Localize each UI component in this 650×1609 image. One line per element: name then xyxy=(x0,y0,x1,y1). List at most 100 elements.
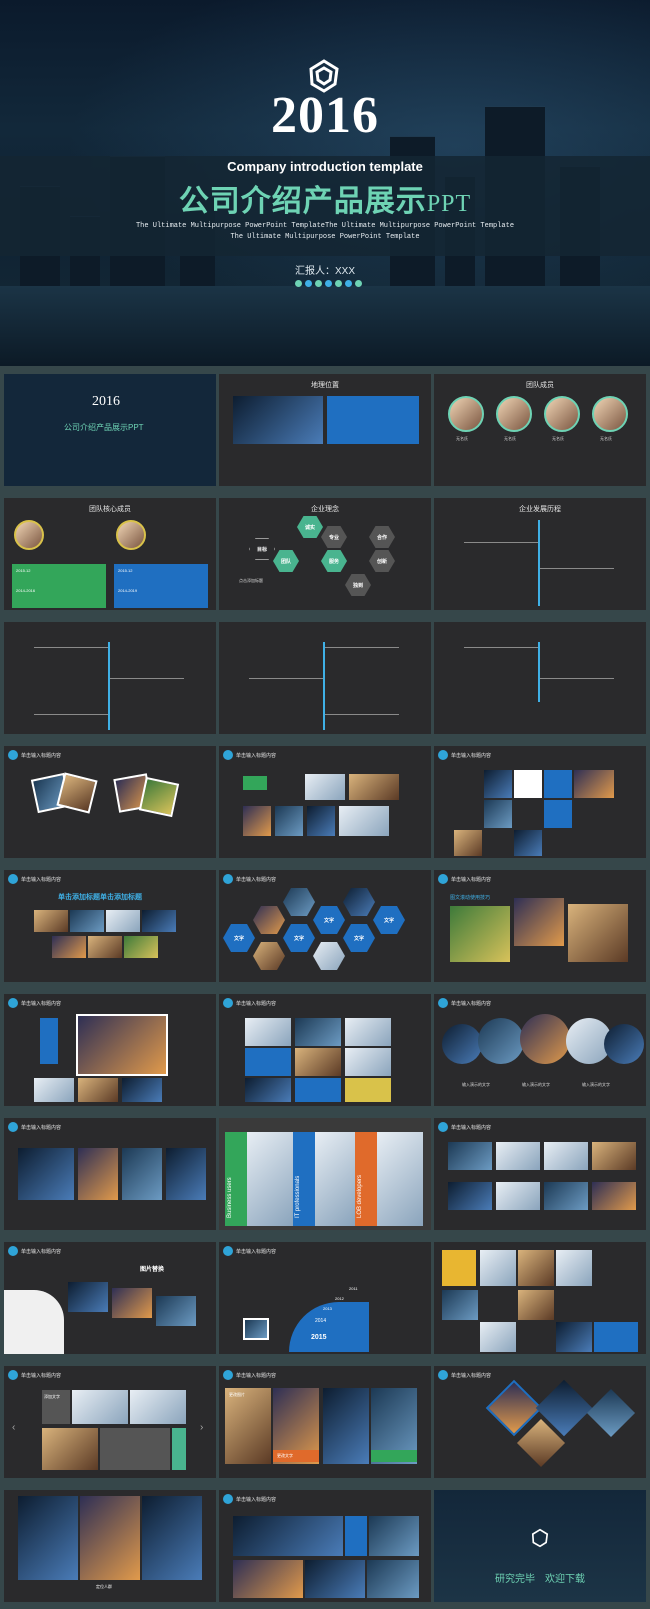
header-icon xyxy=(438,998,448,1008)
header-icon xyxy=(8,1246,18,1256)
fan-photo xyxy=(156,1296,196,1326)
hex-target: 目标 xyxy=(249,538,275,560)
slide-add-text[interactable]: 单击输入标题内容 添加文字 ‹ › xyxy=(4,1366,216,1478)
portal-photo xyxy=(315,1132,355,1226)
slide-team-grid[interactable] xyxy=(434,1242,646,1354)
hex-photo xyxy=(253,942,285,970)
slide-core-team[interactable]: 团队核心成员 2015.12 2014-2016 2015.12 2014-20… xyxy=(4,498,216,610)
white-tile xyxy=(514,770,542,798)
hero-tagline-2: The Ultimate Multipurpose PowerPoint Tem… xyxy=(230,233,420,241)
blue-block xyxy=(594,1322,638,1352)
prev-arrow-icon[interactable]: ‹ xyxy=(12,1422,16,1433)
slide-location[interactable]: 地理位置 xyxy=(219,374,431,486)
header-title: 单击输入标题内容 xyxy=(451,752,492,759)
slide-circles[interactable]: 单击输入标题内容 输入演示的文字 输入演示的文字 输入演示的文字 xyxy=(434,994,646,1106)
grid-photo xyxy=(72,1390,128,1424)
slide-timeline-c[interactable] xyxy=(434,622,646,734)
grid-photo xyxy=(243,806,271,836)
hex-service: 服务 xyxy=(321,550,347,572)
slide-header: 单击输入标题内容 xyxy=(223,750,276,760)
slide-cover-thumbnail[interactable]: 2016 公司介绍产品展示PPT xyxy=(4,374,216,486)
mini-title: 公司介绍产品展示PPT xyxy=(64,423,144,432)
grid-photo xyxy=(484,800,512,828)
header-title: 单击输入标题内容 xyxy=(236,752,277,759)
slide-year-curve[interactable]: 单击输入标题内容 2011 2012 2013 2014 2015 xyxy=(219,1242,431,1354)
slide-concept[interactable]: 企业理念 目标 团队 专业 合作 诚实 创新 服务 独到 点击添加标题 xyxy=(219,498,431,610)
timeline-connector xyxy=(325,714,399,715)
road-photo xyxy=(323,1388,369,1464)
portal-label: Business users xyxy=(227,1177,233,1218)
header-icon xyxy=(8,1370,18,1380)
timeline-line xyxy=(323,642,325,730)
slide-change-image[interactable]: 单击输入标题内容 更改图片 更改文字 xyxy=(219,1366,431,1478)
slide-city-collage[interactable]: 单击输入标题内容 xyxy=(219,1490,431,1602)
arrow-block xyxy=(243,776,267,790)
slide-timeline-a[interactable] xyxy=(4,622,216,734)
slide-bridge[interactable]: 单击输入标题内容 xyxy=(4,1118,216,1230)
pic-text: 图文滚动使用技巧 xyxy=(450,895,491,901)
water-reflection xyxy=(0,286,650,366)
grid-photo xyxy=(124,936,158,958)
slide-photos-tilted[interactable]: 单击输入标题内容 xyxy=(4,746,216,858)
replace-img-label: 图片替换 xyxy=(140,1267,165,1273)
header-title: 单击输入标题内容 xyxy=(236,1496,277,1503)
hex-unique: 独到 xyxy=(345,574,371,596)
grid-photo xyxy=(307,806,335,836)
slide-add-title[interactable]: 单击输入标题内容 单击添加标题单击添加标题 xyxy=(4,870,216,982)
year-label: 2015.12 xyxy=(16,568,31,573)
slide-business-grid[interactable]: 单击输入标题内容 xyxy=(219,994,431,1106)
slide-hex-words[interactable]: 单击输入标题内容 文字 文字 文字 文字 文字 xyxy=(219,870,431,982)
slide-checker-grid[interactable]: 单击输入标题内容 xyxy=(434,746,646,858)
timeline-connector xyxy=(540,568,614,569)
year-label: 2015.12 xyxy=(118,568,133,573)
grid-photo xyxy=(295,1018,341,1046)
hex-honest: 诚实 xyxy=(297,516,323,538)
slide-end[interactable]: 研究完毕 欢迎下载 xyxy=(434,1490,646,1602)
timeline-connector xyxy=(249,678,323,679)
slide-mosaic[interactable]: 单击输入标题内容 图文滚动使用技巧 xyxy=(434,870,646,982)
timeline-line xyxy=(538,520,540,606)
grid-photo xyxy=(496,1142,540,1170)
grid-photo xyxy=(448,1142,492,1170)
slide-header: 单击输入标题内容 xyxy=(223,1246,276,1256)
header-icon xyxy=(438,1370,448,1380)
grid-photo xyxy=(574,770,614,798)
slide-locate[interactable]: 定位人群 xyxy=(4,1490,216,1602)
year: 2012 xyxy=(335,1296,344,1301)
grid-photo xyxy=(454,830,482,856)
stack-photo xyxy=(243,1318,269,1340)
year: 2013 xyxy=(323,1306,332,1311)
input-text: 输入演示的文字 xyxy=(522,1082,550,1087)
slide-timeline-b[interactable] xyxy=(219,622,431,734)
slide-photo-grid[interactable]: 单击输入标题内容 xyxy=(219,746,431,858)
header-icon xyxy=(223,750,233,760)
hex-word: 文字 xyxy=(313,906,345,934)
header-icon xyxy=(223,1246,233,1256)
header-icon xyxy=(8,1122,18,1132)
slide-header: 单击输入标题内容 xyxy=(8,1246,61,1256)
slide-header: 单击输入标题内容 xyxy=(438,750,491,760)
slide-diamonds[interactable]: 单击输入标题内容 xyxy=(434,1366,646,1478)
header-title: 单击输入标题内容 xyxy=(451,1372,492,1379)
slide-header: 单击输入标题内容 xyxy=(223,1494,276,1504)
header-title: 单击输入标题内容 xyxy=(236,1372,277,1379)
green-info-box xyxy=(12,564,106,608)
slide-numbered-grid[interactable]: 单击输入标题内容 xyxy=(434,1118,646,1230)
slide-history[interactable]: 企业发展历程 xyxy=(434,498,646,610)
header-icon xyxy=(223,1370,233,1380)
slide-portal[interactable]: Business users IT professionals LOB deve… xyxy=(219,1118,431,1230)
next-arrow-icon[interactable]: › xyxy=(200,1422,204,1433)
hex-word: 文字 xyxy=(343,924,375,952)
blue-tile xyxy=(544,800,572,828)
bridge-photo xyxy=(166,1148,206,1200)
end-title: 研究完毕 欢迎下载 xyxy=(495,1574,585,1585)
slide-replace-image[interactable]: 单击输入标题内容 图片替换 xyxy=(4,1242,216,1354)
slide-team-members[interactable]: 团队成员 无名氏 无名氏 无名氏 无名氏 xyxy=(434,374,646,486)
slide-city-photos[interactable]: 单击输入标题内容 xyxy=(4,994,216,1106)
hero-year: 2016 xyxy=(271,87,379,144)
portal-green xyxy=(225,1132,247,1226)
grid-photo xyxy=(295,1048,341,1076)
timeline-connector xyxy=(464,542,538,543)
slide-header: 单击输入标题内容 xyxy=(438,998,491,1008)
member-name: 无名氏 xyxy=(504,436,516,441)
